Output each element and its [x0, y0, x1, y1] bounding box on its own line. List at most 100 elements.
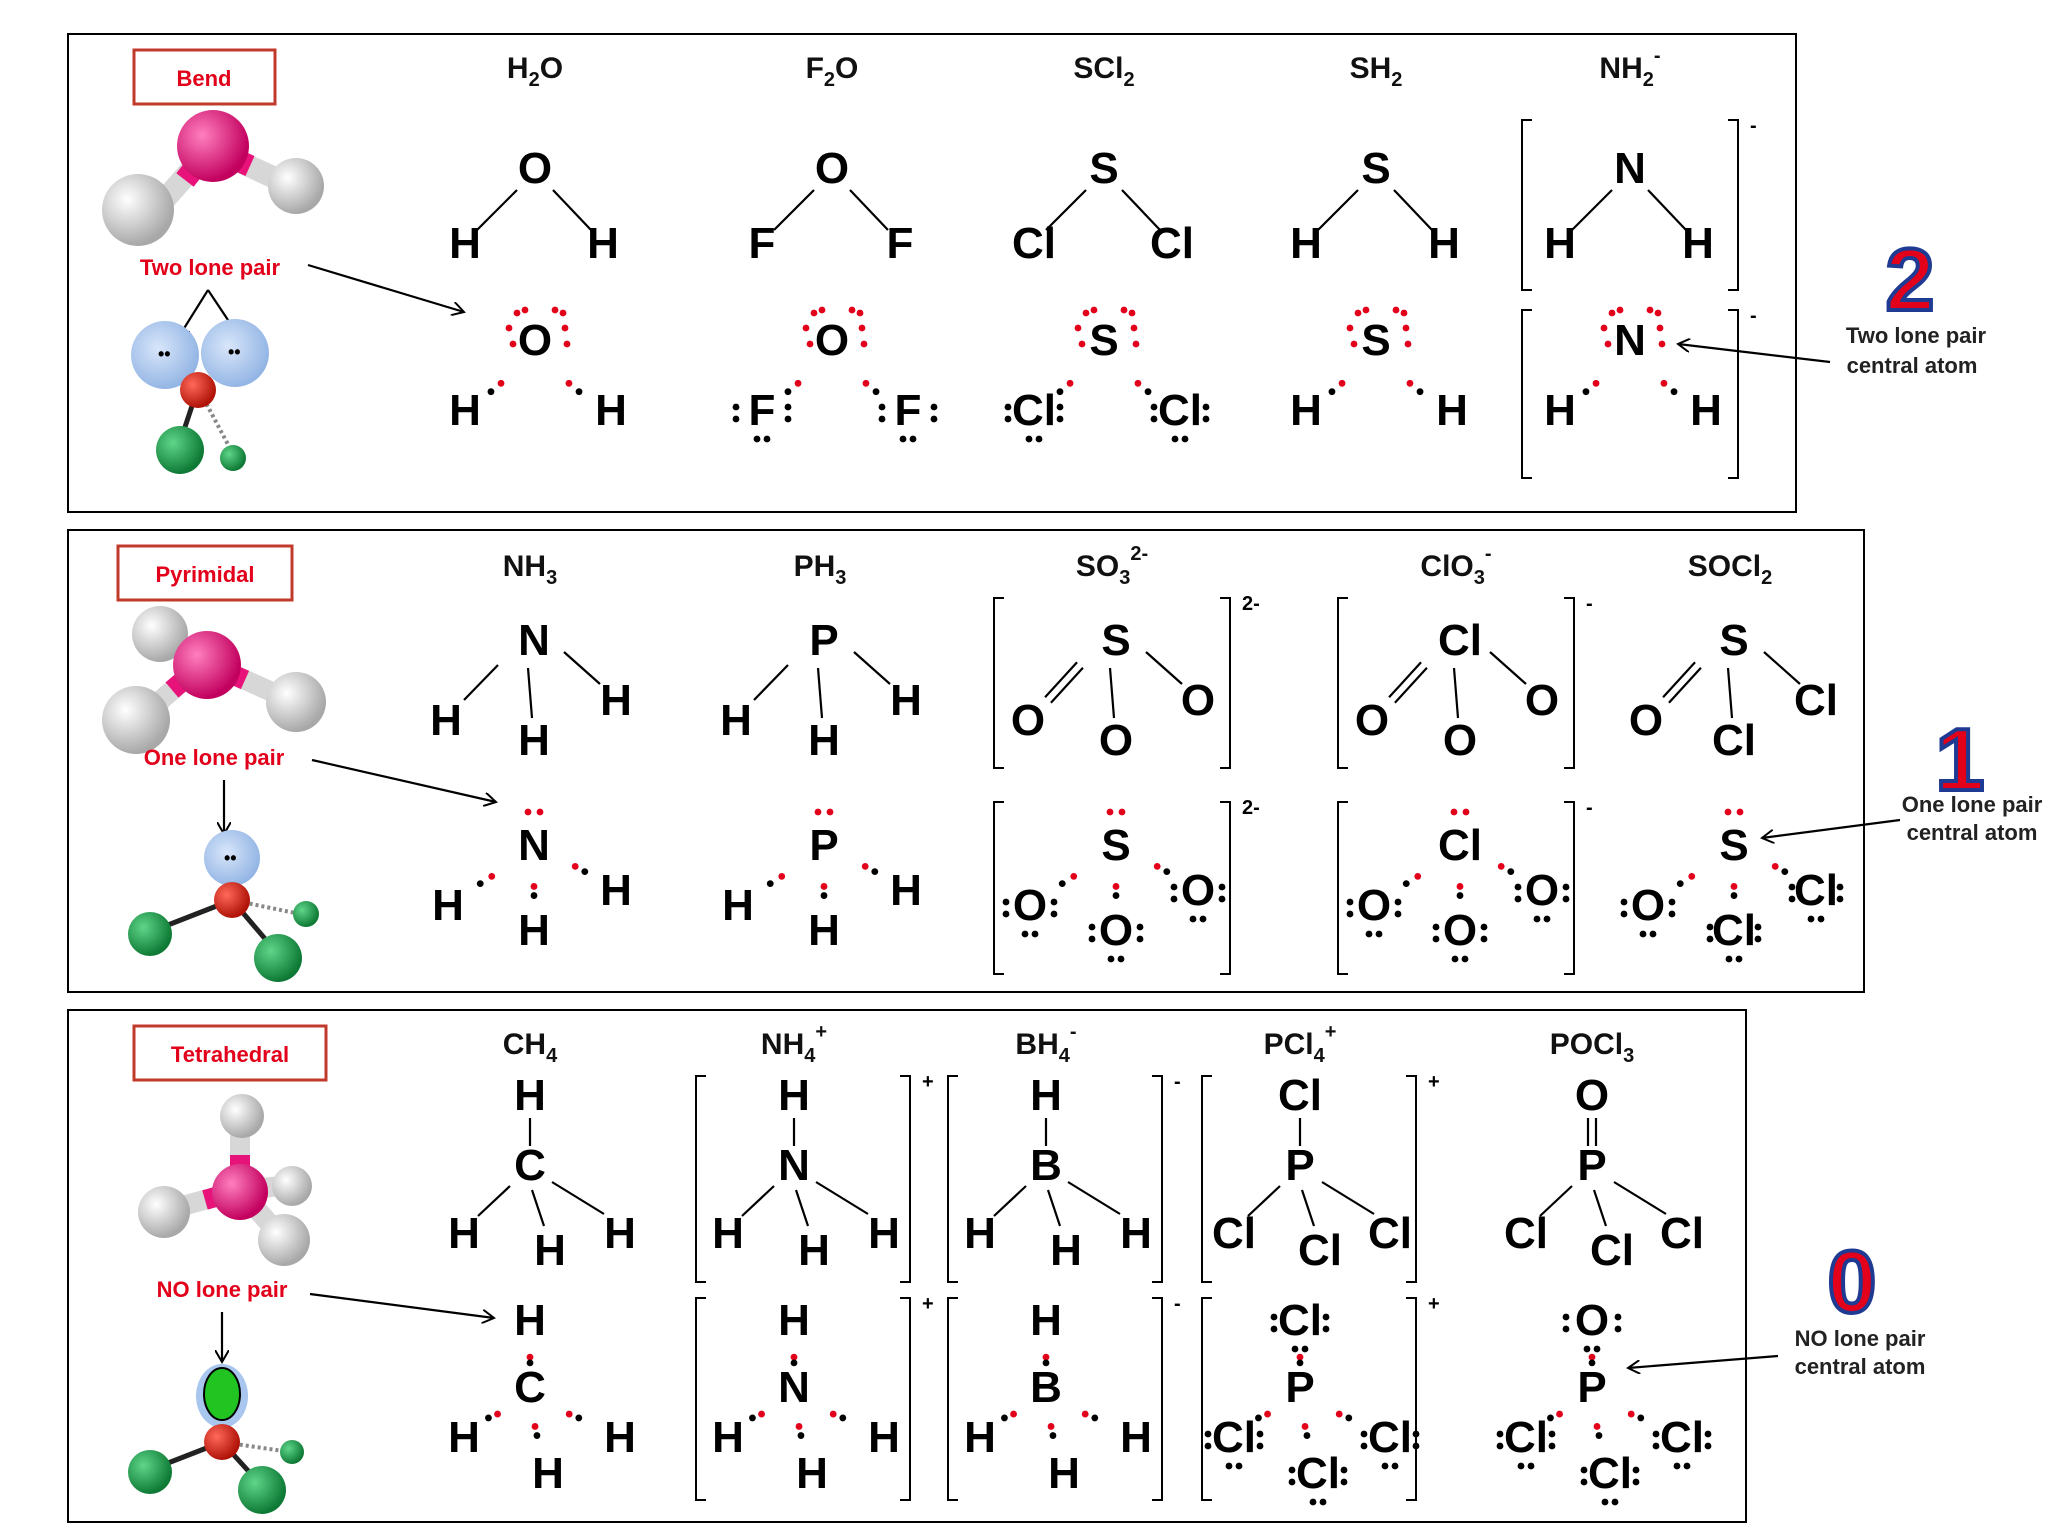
central-lone-pair-dot — [1658, 340, 1666, 348]
ion-charge: - — [1174, 1293, 1181, 1315]
ligand-atom: H — [868, 1209, 900, 1258]
ligand-lone-pair-dot — [1288, 1478, 1296, 1486]
bond-line — [753, 664, 789, 701]
bond-electron-central — [1556, 1410, 1563, 1418]
ligand-lone-pair-dot — [1002, 898, 1010, 906]
ligand-lone-pair-dot — [1451, 955, 1459, 963]
ligand-atom: H — [798, 1226, 830, 1275]
bond-line — [849, 189, 889, 231]
ligand-atom: O — [1099, 716, 1133, 765]
ligand-lone-pair-dot — [1601, 1498, 1609, 1506]
formula-subscript: 3 — [1474, 567, 1485, 589]
formula-base: F — [806, 52, 824, 85]
bond-electron-ligand — [1547, 1414, 1554, 1422]
ion-charge: - — [1586, 797, 1593, 819]
big-number: 1 — [1936, 710, 1985, 809]
bond-electron-ligand — [526, 1359, 534, 1367]
bond-electron-ligand — [1091, 1414, 1099, 1422]
bond-electron-central — [1593, 1423, 1601, 1430]
central-lone-pair-dot — [858, 324, 866, 332]
bond-line — [563, 651, 601, 685]
bond-line — [1247, 1185, 1281, 1217]
ligand-lone-pair-dot — [1668, 910, 1676, 918]
molecule-formula: H2O — [507, 52, 563, 91]
ligand-atom: H — [595, 386, 627, 435]
bond-line — [1726, 667, 1734, 719]
bond-electron-central — [778, 873, 786, 880]
ligand-atom: H — [1436, 386, 1468, 435]
central-lone-pair-dot — [1106, 808, 1114, 816]
central-lone-pair-dot — [1120, 306, 1128, 314]
bracket-left — [1201, 1297, 1212, 1501]
central-lone-pair-dot — [1736, 808, 1744, 816]
bond-electron-ligand — [1456, 892, 1464, 899]
ligand-lone-pair-dot — [1381, 1462, 1389, 1470]
ligand-atom: Cl — [1296, 1449, 1340, 1498]
ligand-lone-pair-dot — [1150, 403, 1158, 411]
bond-electron-ligand — [1296, 1359, 1304, 1367]
ligand-lone-pair-dot — [1527, 1462, 1535, 1470]
formula-subscript: 3 — [546, 567, 557, 589]
ligand-lone-pair-dot — [1614, 1325, 1622, 1333]
bracket-right — [900, 1075, 911, 1283]
bond-line — [526, 667, 534, 719]
ligand-lone-pair-dot — [1107, 955, 1115, 963]
ligand-lone-pair-dot — [1580, 1478, 1588, 1486]
bond-electron-central — [862, 379, 870, 387]
bond-electron-ligand — [1042, 1359, 1050, 1367]
ligand-lone-pair-dot — [1706, 935, 1714, 943]
ligand-lone-pair-dot — [1620, 910, 1628, 918]
bond-electron-ligand — [485, 1414, 492, 1422]
note-line: NO lone pair — [1795, 1326, 1926, 1351]
central-atom: O — [815, 144, 849, 193]
formula-base: NH — [761, 1028, 804, 1061]
bond-electron-central — [1771, 862, 1779, 870]
ligand-atom: H — [808, 716, 840, 765]
ligand-atom: H — [890, 676, 922, 725]
ligand-lone-pair-dot — [1514, 895, 1522, 903]
molecule-formula: POCl3 — [1550, 1028, 1634, 1067]
ligand-lone-pair-dot — [1480, 935, 1488, 943]
ligand-lone-pair-dot — [1199, 915, 1207, 923]
ligand-lone-pair-dot — [1683, 1462, 1691, 1470]
lone-pair-caption: One lone pair — [144, 745, 285, 770]
ligand-lone-pair-dot — [1673, 1462, 1681, 1470]
bond-line — [477, 1185, 511, 1217]
bond-line — [1321, 1181, 1375, 1215]
ligand-atom: H — [1428, 219, 1460, 268]
bracket-right — [1564, 597, 1575, 769]
bond-electron-ligand — [1058, 880, 1066, 887]
ligand-lone-pair-dot — [1632, 1478, 1640, 1486]
bond-electron-ligand — [1676, 880, 1684, 887]
formula-subscript: 4 — [1314, 1045, 1326, 1067]
ball-stick-model-bend — [102, 110, 324, 246]
ligand-lone-pair-dot — [1391, 1462, 1399, 1470]
ligand-atom: H — [1544, 219, 1576, 268]
bond-electron-central — [1042, 1353, 1050, 1361]
central-lone-pair-dot — [1130, 324, 1138, 332]
central-lone-pair-dot — [1656, 324, 1664, 332]
ligand-atom: O — [1181, 676, 1215, 725]
ligand-atom: H — [600, 866, 632, 915]
bracket-right — [1220, 597, 1231, 769]
bracket-right — [1406, 1297, 1417, 1501]
ligand-lone-pair-dot — [1031, 930, 1039, 938]
bond-electron-central — [1081, 1410, 1089, 1418]
ligand-lone-pair-dot — [1301, 1345, 1309, 1353]
ligand-lone-pair-dot — [1202, 403, 1210, 411]
ligand-atom: O — [1525, 866, 1559, 915]
ligand-lone-pair-dot — [1652, 1430, 1660, 1438]
ligand-lone-pair-dot — [1322, 1313, 1330, 1321]
ligand-lone-pair-dot — [1836, 883, 1844, 891]
bond-electron-central — [565, 1410, 573, 1418]
ligand-lone-pair-dot — [1562, 883, 1570, 891]
ion-charge: - — [1586, 593, 1593, 615]
ligand-lone-pair-dot — [1170, 883, 1178, 891]
bond-line — [1489, 651, 1527, 685]
ligand-lone-pair-dot — [1218, 895, 1226, 903]
